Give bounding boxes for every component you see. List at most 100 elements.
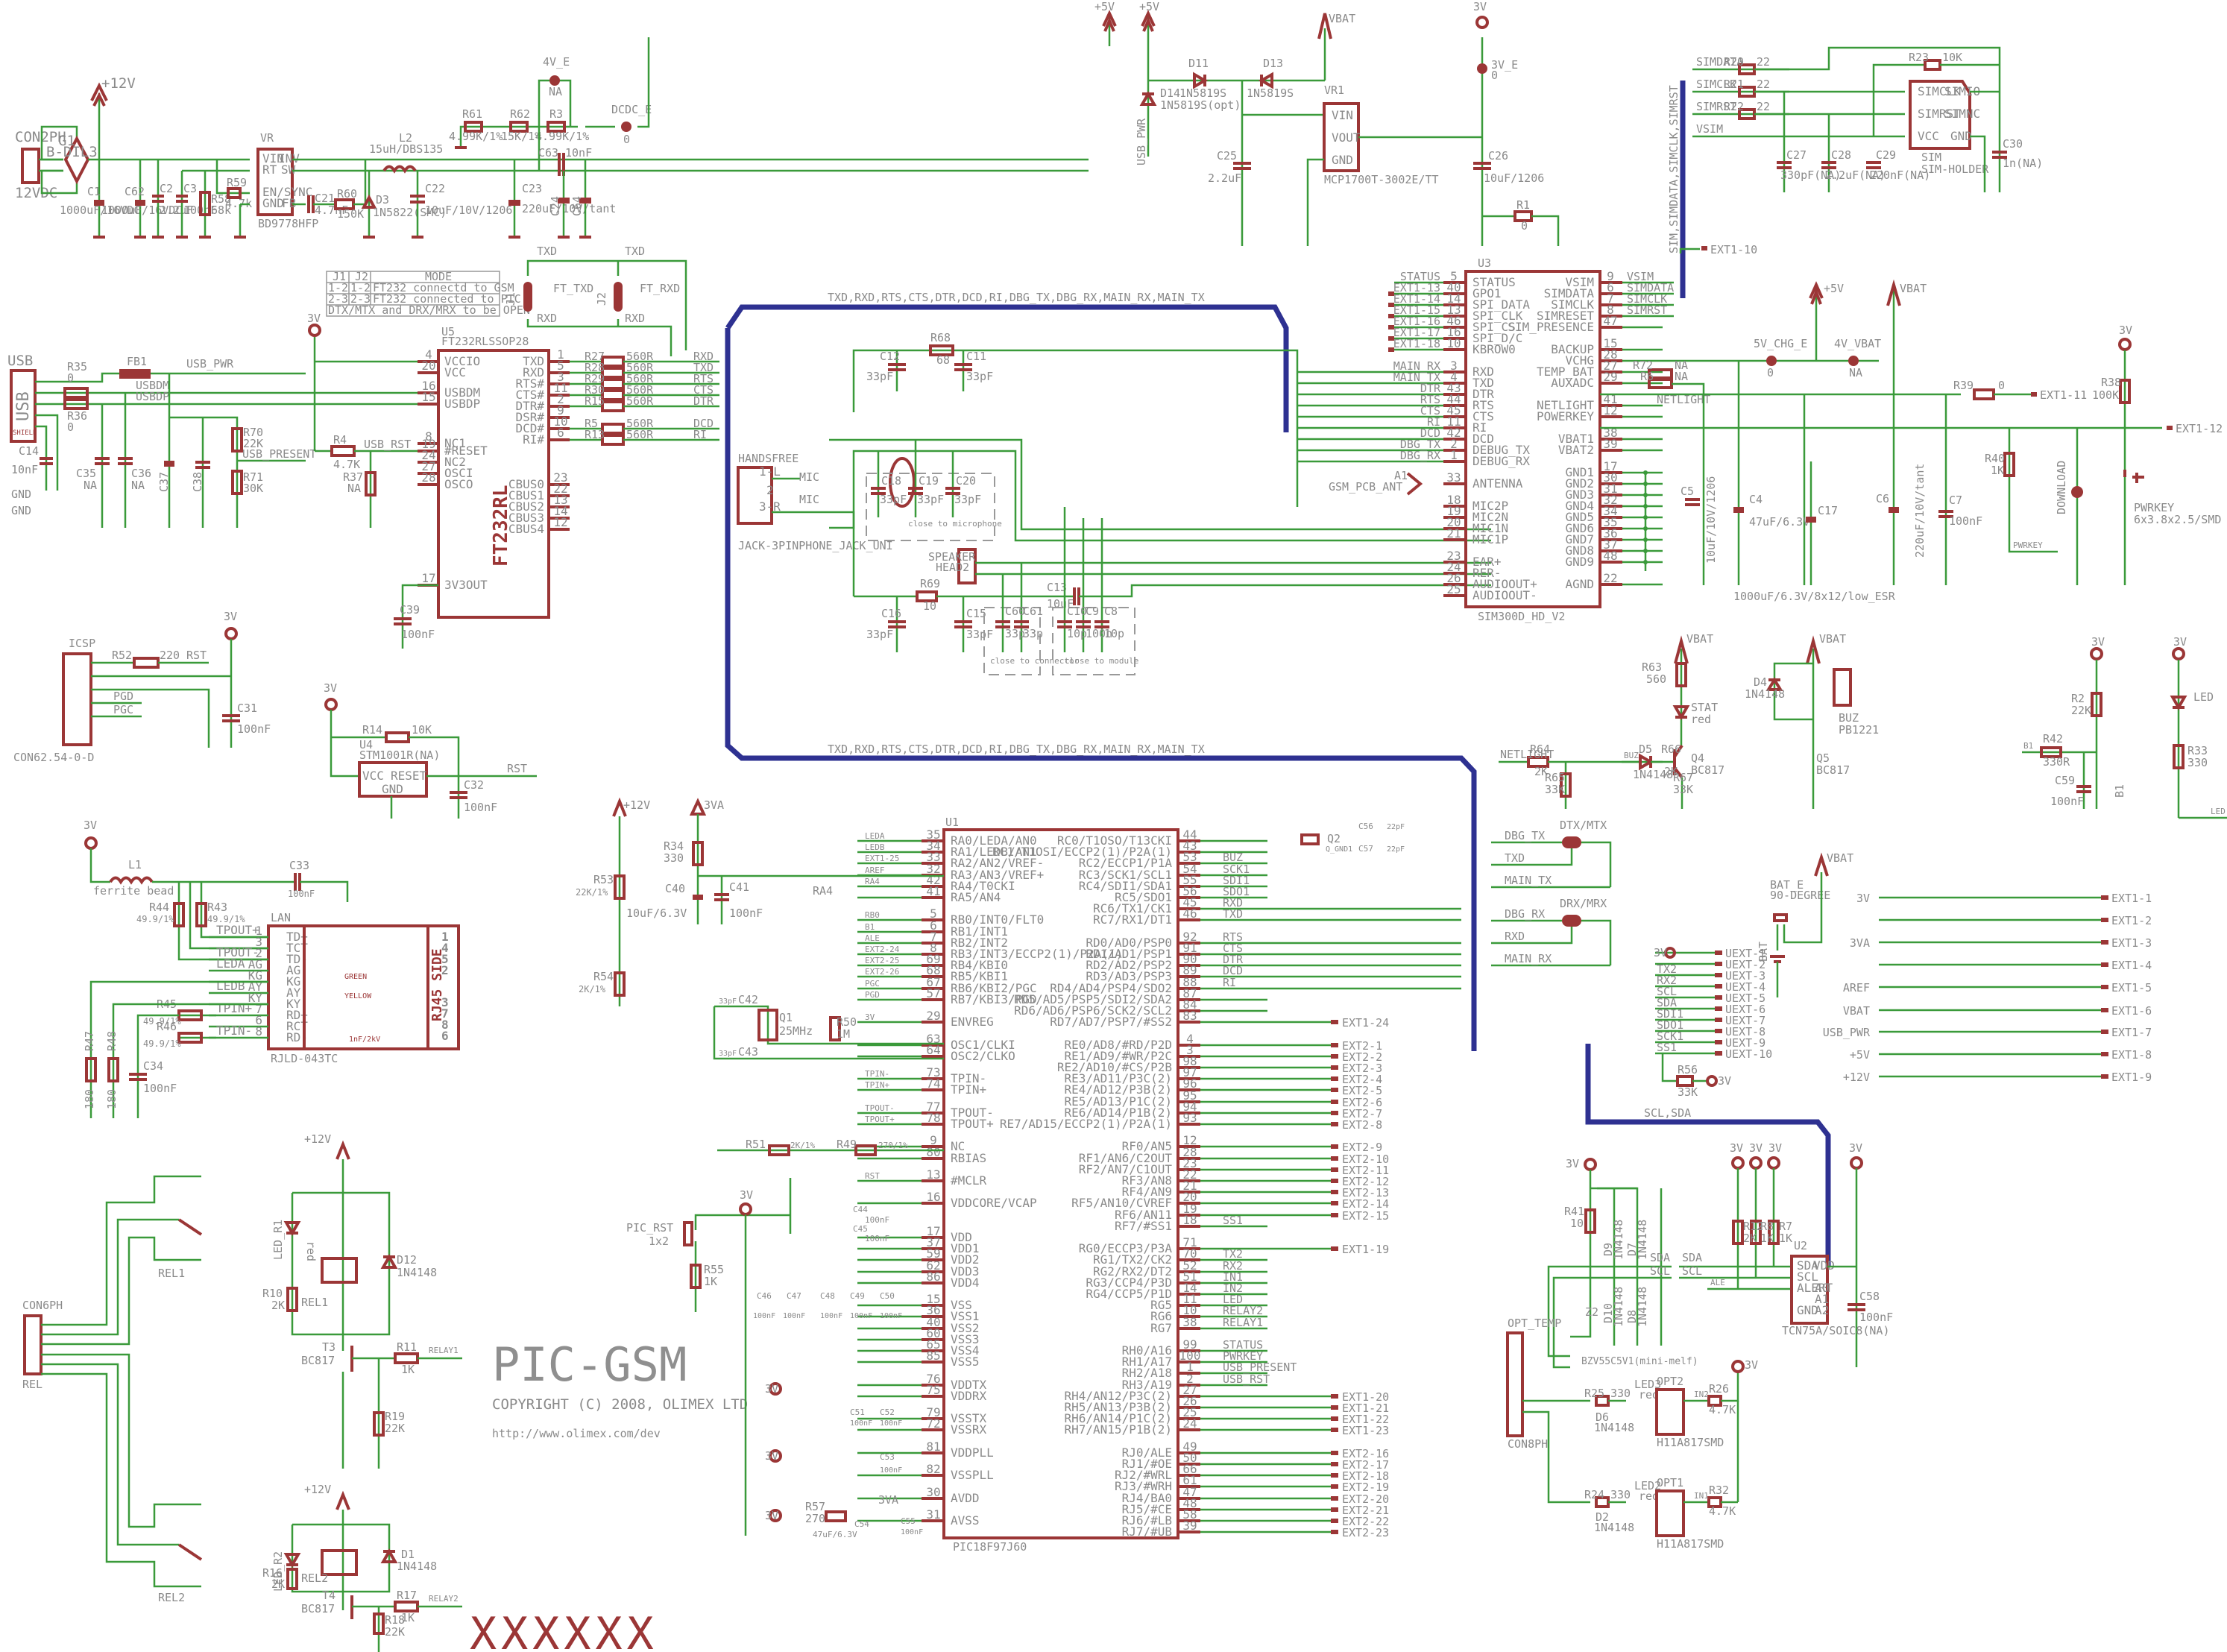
u4-ref: U4 (359, 738, 373, 751)
download-jumper[interactable] (2071, 486, 2083, 498)
r2-value: 22K (2071, 704, 2091, 717)
sim300-net-label: EXT1-15 (1393, 303, 1440, 317)
uext-net: SCK1 (1657, 1030, 1683, 1043)
sim300-net-label: DCD (1420, 426, 1440, 440)
r18-ref: R18 (385, 1613, 405, 1627)
pic-pin-name: VDD4 (951, 1276, 980, 1290)
sim300-pin-number: 29 (1603, 370, 1617, 384)
c48-value: 100nF (820, 1312, 842, 1320)
icsp-net-pgc: PGC (113, 703, 133, 716)
ser-net-txd: TXD (1505, 851, 1525, 865)
pwrkey-switch-icon[interactable] (2123, 470, 2144, 483)
ext1-pin-label: EXT1-3 (2111, 936, 2152, 950)
net-label: DTR (693, 394, 714, 408)
sim300-pin-number: 18 (1446, 493, 1461, 507)
jumper-dcdc-e[interactable] (621, 122, 631, 132)
j5v-ref: 5V_CHG_E (1754, 337, 1807, 350)
sim300-pin-number: 8 (1607, 303, 1614, 317)
icsp-connector (62, 652, 92, 746)
jumper-5v-chg[interactable] (1766, 356, 1777, 366)
r41-value: 10 (1570, 1217, 1584, 1230)
sim300-pin-name: DEBUG_TX (1472, 443, 1530, 457)
r65-ref: R65 (1545, 771, 1565, 784)
r43-value: 49.9/1% (207, 914, 245, 924)
jumper-3v-e[interactable] (1477, 63, 1487, 74)
d12-ref: D12 (397, 1253, 417, 1267)
uext-net: SCL (1657, 985, 1677, 998)
jumper-j1[interactable] (523, 282, 532, 312)
dcdc-ref: DCDC_E (611, 103, 652, 116)
jumper-j2[interactable] (614, 282, 623, 312)
pic-pin-number: 22 (1182, 1167, 1197, 1182)
r33-value: 330 (2187, 756, 2208, 769)
ft232-name: FT232RL (490, 485, 512, 567)
pic-pin-number: 16 (926, 1190, 940, 1204)
pic-pin-number: 72 (926, 1416, 940, 1431)
c59-value: 100nF (2050, 795, 2084, 808)
pic-pin-number: 60 (926, 1326, 940, 1340)
buz-ref: BUZ (1839, 711, 1859, 725)
pic-ext-label: EXT2-8 (1342, 1118, 1382, 1132)
r52-value: 220 (160, 649, 180, 662)
3v-supply-icon (84, 836, 98, 850)
jumper-4v-vbat[interactable] (1848, 356, 1859, 366)
led-green-label: GREEN (344, 973, 367, 981)
lan-pin-number: 1 (255, 924, 262, 938)
pic-pin-name: RC7/RX1/DT1 (1093, 912, 1172, 927)
temp-sensor-section: 3V R41 10 SDA SCL SDA SCL ALE D9 1N4148 … (1506, 1141, 1893, 1451)
sim300-pin-name: EAR+ (1472, 555, 1502, 569)
led3-value: red (1639, 1388, 1659, 1402)
c42-value: 33pF (719, 997, 737, 1006)
sim300-part: SIM300D_HD_V2 (1478, 610, 1565, 623)
reset-3v: 3V (324, 681, 337, 695)
sim300-pin-number: 7 (1607, 291, 1614, 306)
copyright: COPYRIGHT (C) 2008, OLIMEX LTD (492, 1396, 748, 1413)
c8-ref: C8 (1104, 605, 1118, 618)
pic-pin-number: 46 (1182, 907, 1197, 921)
c12-value: 33pF (866, 370, 893, 383)
uext-net: TX2 (1657, 962, 1677, 976)
d13-diode (1258, 72, 1273, 89)
pic-rst-header[interactable] (683, 1221, 693, 1246)
vbat-arrow-icon (1886, 279, 1901, 306)
ext12-label: EXT1-12 (2176, 422, 2223, 435)
l2-ref: L2 (399, 131, 412, 145)
ext1-net: 3V (1856, 892, 1870, 905)
ft232-pin-name: CBUS4 (508, 522, 544, 536)
pic-pin-name: RF1/AN6/C2OUT (1079, 1151, 1173, 1165)
antenna-net: GSM_PCB_ANT (1329, 480, 1402, 494)
drx-mrx-jumper[interactable] (1562, 915, 1581, 927)
pic-pin-number: 39 (1182, 1519, 1197, 1533)
dtx-mtx-jumper[interactable] (1562, 836, 1581, 848)
r66-value: 2K (1664, 765, 1678, 778)
r43-ref: R43 (207, 901, 227, 914)
r21-value: 22 (1757, 78, 1770, 91)
sim300-pin-number: 23 (1446, 549, 1461, 563)
opt2-body (1655, 1388, 1685, 1436)
u2-ref: U2 (1794, 1239, 1807, 1252)
pic-ext-label: EXT2-16 (1342, 1447, 1389, 1460)
r48-value: 180 (105, 1089, 119, 1109)
c51-value: 100nF (850, 1419, 872, 1428)
r60-value: 150K (337, 207, 364, 221)
sim300-pin-number: 43 (1446, 381, 1461, 395)
net-tpout-plus: TPOUT+ (216, 923, 259, 937)
lan-pin-number: 2 (255, 946, 262, 960)
temp-3v-a: 3V (1566, 1157, 1579, 1170)
r42-ref: R42 (2043, 732, 2063, 745)
c52-value: 100nF (880, 1419, 902, 1428)
r63-ref: R63 (1642, 661, 1662, 674)
r62-value: 15K/1% (501, 130, 541, 143)
q5-ref: Q5 (1816, 751, 1830, 765)
vr1-pin-vin: VIN (1332, 108, 1353, 122)
ft232-pin-name: OSCI (444, 466, 473, 480)
table-cell: 2-3 (350, 292, 371, 306)
jumper-4v-e[interactable] (549, 75, 560, 86)
pic-net-label: TX2 (1223, 1247, 1243, 1261)
pic-pin-number: 93 (1182, 1111, 1197, 1125)
c17-ref: C17 (1818, 504, 1838, 517)
pic-pin-number: 96 (1182, 1076, 1197, 1091)
